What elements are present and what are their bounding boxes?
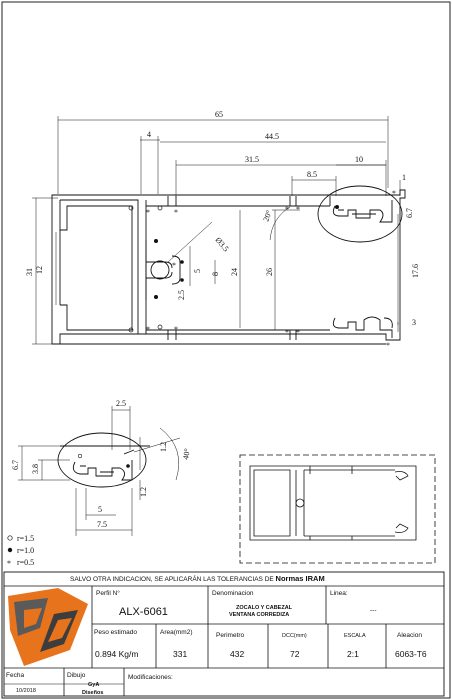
tolerance-note: SALVO OTRA INDICACION, SE APLICARÁN LAS … (70, 574, 325, 583)
svg-text:*: * (392, 189, 396, 198)
preview-profile (249, 465, 417, 541)
main-profile-section (51, 189, 406, 345)
radius-markers-main (128, 205, 339, 333)
svg-text:*: * (146, 208, 150, 217)
denominacion-label: Denominacion (212, 590, 254, 597)
perimetro-value: 432 (230, 649, 244, 659)
dim-12: 12 (35, 266, 44, 274)
legend-r0-5: r=0.5 (17, 558, 34, 567)
dibujo-value-2: Diseños (82, 690, 103, 696)
dim-20deg: 20° (261, 209, 273, 223)
detail-dim-1-2a: 1.2 (159, 442, 168, 452)
dcc-value: 72 (290, 649, 300, 659)
svg-text:*: * (296, 205, 300, 214)
company-logo (8, 588, 88, 666)
svg-text:*: * (174, 208, 178, 217)
dim-44-5: 44.5 (265, 132, 279, 141)
escala-label: ESCALA (344, 633, 366, 639)
radius-legend: r=1.5 r=1.0 * r=0.5 (7, 534, 34, 568)
detail-dim-lines (18, 406, 181, 536)
legend-r1-5: r=1.5 (17, 534, 34, 543)
fecha-value: 10/2018 (16, 688, 36, 694)
denominacion-line1: ZOCALO Y CABEZAL (236, 605, 293, 611)
denominacion-line2: VENTANA CORREDIZA (229, 612, 289, 618)
peso-value: 0.894 Kg/m (95, 649, 138, 659)
aleacion-label: Aleacion (397, 632, 422, 639)
dim-31: 31 (25, 268, 34, 276)
fecha-label: Fecha (6, 672, 24, 679)
detail-dim-2-5: 2.5 (116, 399, 126, 408)
peso-label: Peso estimado (94, 629, 137, 636)
dibujo-label: Dibujo (67, 672, 86, 679)
dibujo-value-1: GyA (88, 682, 99, 688)
dim-31-5: 31.5 (245, 155, 259, 164)
svg-text:*: * (285, 205, 289, 214)
perimetro-label: Perimetro (216, 632, 245, 639)
perfil-value: ALX-6061 (119, 606, 168, 618)
dim-6-7: 6.7 (405, 208, 414, 218)
svg-text:*: * (146, 325, 150, 334)
modificaciones-label: Modificaciones: (128, 674, 173, 681)
detail-callout-ellipse (317, 185, 403, 243)
detail-dim-6-7: 6.7 (11, 460, 20, 470)
star-markers-main: * * * * * * * * * * * (146, 189, 396, 350)
detail-dim-5: 5 (98, 505, 102, 514)
detail-dim-1-2b: 1.2 (139, 487, 148, 497)
area-label: Area(mm2) (160, 629, 193, 636)
dcc-label: DCC(mm) (282, 633, 307, 639)
legend-circle-open-icon (7, 535, 13, 541)
detail-markers (77, 453, 130, 468)
svg-text:*: * (296, 328, 300, 337)
dimension-lines-main (32, 116, 401, 345)
legend-r1-0: r=1.0 (17, 546, 34, 555)
dim-17-6: 17.6 (411, 264, 420, 278)
linea-label: Linea: (330, 590, 348, 597)
svg-text:*: * (172, 261, 176, 270)
dim-24: 24 (230, 268, 239, 276)
dim-10: 10 (355, 155, 363, 164)
dim-8: 8 (211, 272, 220, 276)
dim-4: 4 (147, 130, 151, 139)
dim-65: 65 (215, 110, 223, 119)
area-value: 331 (173, 649, 187, 659)
svg-text:*: * (386, 341, 390, 350)
dimension-text-main: 65 4 44.5 31.5 8.5 10 1 6.7 20° Ø3.5 26 … (25, 110, 420, 327)
dim-8-5: 8.5 (307, 170, 317, 179)
dim-5: 5 (193, 269, 202, 273)
perfil-label: Perfil N° (96, 589, 120, 597)
detail-dim-3-8: 3.8 (31, 464, 40, 474)
detail-view (57, 432, 150, 488)
legend-star-icon: * (7, 559, 11, 568)
detail-dim-text: 2.5 1.2 40° 6.7 3.8 1.2 5 7.5 (11, 399, 192, 529)
escala-value: 2:1 (347, 649, 359, 659)
dim-diam-3-5: Ø3.5 (213, 236, 230, 254)
legend-circle-filled-icon (7, 547, 13, 553)
detail-dim-7-5: 7.5 (97, 520, 107, 529)
dim-2-5: 2.5 (177, 290, 186, 300)
dim-1: 1 (402, 173, 406, 182)
dim-26: 26 (265, 268, 274, 276)
aleacion-value: 6063-T6 (395, 649, 427, 659)
dim-3: 3 (412, 318, 416, 327)
title-block (3, 571, 445, 697)
detail-dim-40deg: 40° (181, 448, 192, 461)
linea-value: --- (370, 607, 377, 614)
svg-text:*: * (285, 328, 289, 337)
svg-text:*: * (174, 325, 178, 334)
preview-frame (239, 454, 436, 564)
